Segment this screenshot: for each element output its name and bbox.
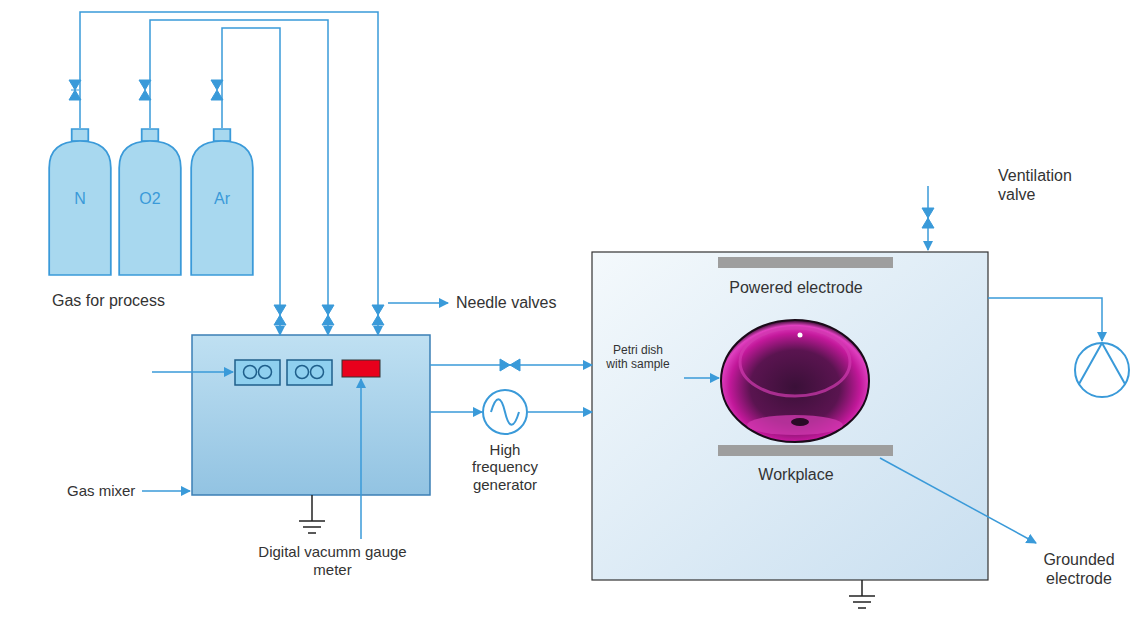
node-text: O2 — [118, 190, 182, 208]
flow-controller — [287, 360, 332, 385]
vacuum-pump — [1075, 343, 1129, 397]
gas-cylinder: N — [48, 128, 112, 276]
grounded-electrode-plate — [718, 445, 893, 456]
vacuum-chamber — [592, 252, 988, 580]
pump-symbol-lines — [1079, 343, 1125, 384]
gas-line — [430, 411, 482, 413]
gas-line — [80, 12, 378, 335]
cylinder-valves — [69, 80, 223, 100]
hf-generator: High frequency generator — [482, 389, 528, 435]
part-label: Gas for process — [52, 291, 165, 310]
gas-line — [528, 411, 592, 413]
leader-line — [880, 458, 1036, 543]
flow-controller-wheel — [311, 366, 324, 379]
generator-circle — [483, 390, 527, 434]
node-text: Gas mixer — [67, 482, 135, 499]
node-text: N — [48, 190, 112, 208]
sine-wave — [491, 399, 519, 425]
flow-controller-wheel — [296, 366, 309, 379]
leader-line — [684, 377, 719, 379]
plasma-ring — [740, 328, 850, 396]
plasma-spark — [798, 333, 803, 338]
flow-controller — [235, 360, 280, 385]
leader-line — [142, 490, 190, 492]
ground-symbol — [849, 580, 875, 608]
part-label: Needle valves — [456, 293, 557, 312]
cylinder-neck — [214, 129, 231, 141]
leader-line — [360, 379, 362, 539]
part-label: Grounded electrode — [1030, 550, 1128, 588]
node-text: Petri dish with sample — [604, 344, 672, 372]
plasma-base — [747, 415, 843, 435]
gas-mixer: Gas mixer — [192, 335, 430, 495]
plasma-glow — [721, 320, 869, 442]
ground-symbol — [299, 495, 325, 533]
ventilation-valve-symbol — [922, 208, 934, 228]
leader-line — [388, 302, 448, 304]
cylinder-body — [191, 141, 253, 275]
plasma-chamber: Powered electrodePetri dish with sampleW… — [592, 252, 988, 580]
part-label: Ventilation valve — [998, 166, 1093, 204]
leader-line — [152, 371, 233, 373]
cylinder-neck — [142, 129, 159, 141]
vacuum-gauge-display — [342, 360, 380, 377]
flow-controller-wheel — [244, 366, 257, 379]
gas-cylinder: O2 — [118, 128, 182, 276]
flow-controller-wheel — [259, 366, 272, 379]
node-text: Workplace — [708, 466, 884, 484]
part-label: Digital vacumm gauge meter — [245, 543, 420, 579]
node-text: Powered electrode — [708, 279, 884, 297]
gas-cylinder: Ar — [190, 128, 254, 276]
needle-valves — [274, 305, 384, 325]
node-text: High frequency generator — [460, 441, 550, 493]
pump-line — [988, 298, 1102, 341]
powered-electrode-plate — [718, 257, 893, 268]
mixer-housing — [192, 335, 430, 495]
node-text: Ar — [190, 190, 254, 208]
cylinder-neck — [72, 129, 89, 141]
cylinder-body — [119, 141, 181, 275]
generator-outline — [482, 389, 528, 435]
cylinder-body — [49, 141, 111, 275]
sample-spot — [791, 418, 809, 426]
gas-line — [430, 364, 592, 366]
